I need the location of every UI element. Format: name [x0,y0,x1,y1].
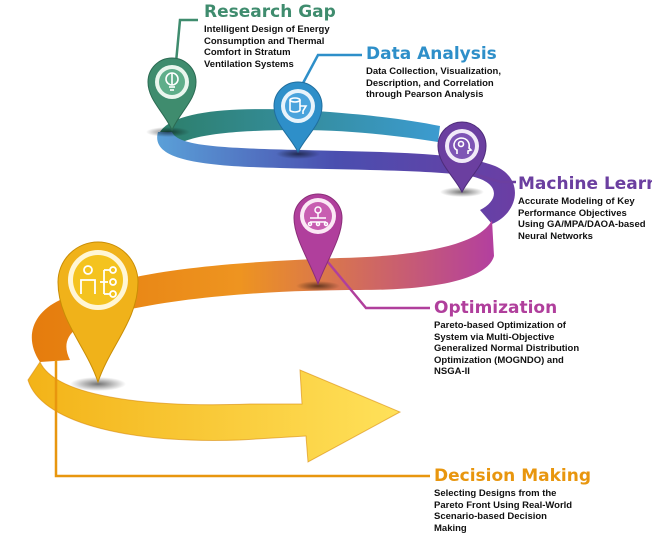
brain-bulb-icon [165,72,179,91]
person-checklist-icon [80,265,117,298]
step-description: Selecting Designs from the Pareto Front … [434,488,573,534]
pin-data-analysis [273,81,323,154]
head-gear-icon [453,137,473,154]
step-data-analysis: Data Analysis Data Collection, Visualiza… [366,44,514,101]
step-title: Decision Making [434,466,591,486]
step-title: Optimization [434,298,558,318]
road-arrow-segment [28,362,400,462]
step-description: Pareto-based Optimization of System via … [434,320,580,377]
step-title: Data Analysis [366,44,497,64]
pin-decision-making [57,241,139,384]
pin-research-gap [147,57,197,132]
step-research-gap: Research Gap Intelligent Design of Energ… [204,2,336,70]
network-gear-icon [307,206,329,227]
pin-optimization [293,193,343,286]
road-middle-segment [157,132,515,224]
step-machine-learning: Machine Learning Accurate Modeling of Ke… [518,174,652,242]
connector-optimization [321,254,430,310]
step-title: Machine Learning [518,174,652,194]
step-description: Data Collection, Visualization, Descript… [366,66,501,100]
step-title: Research Gap [204,2,336,22]
step-decision-making: Decision Making Selecting Designs from t… [434,466,591,534]
database-funnel-icon [289,97,308,114]
step-optimization: Optimization Pareto-based Optimization o… [434,298,584,378]
road-lower-segment [31,220,494,362]
connector-decision-making [54,360,430,478]
pin-machine-learning [437,121,487,194]
step-description: Accurate Modeling of Key Performance Obj… [518,196,646,242]
connector-data-analysis [300,53,362,86]
connector-machine-learning [467,170,516,184]
step-description: Intelligent Design of Energy Consumption… [204,24,330,70]
